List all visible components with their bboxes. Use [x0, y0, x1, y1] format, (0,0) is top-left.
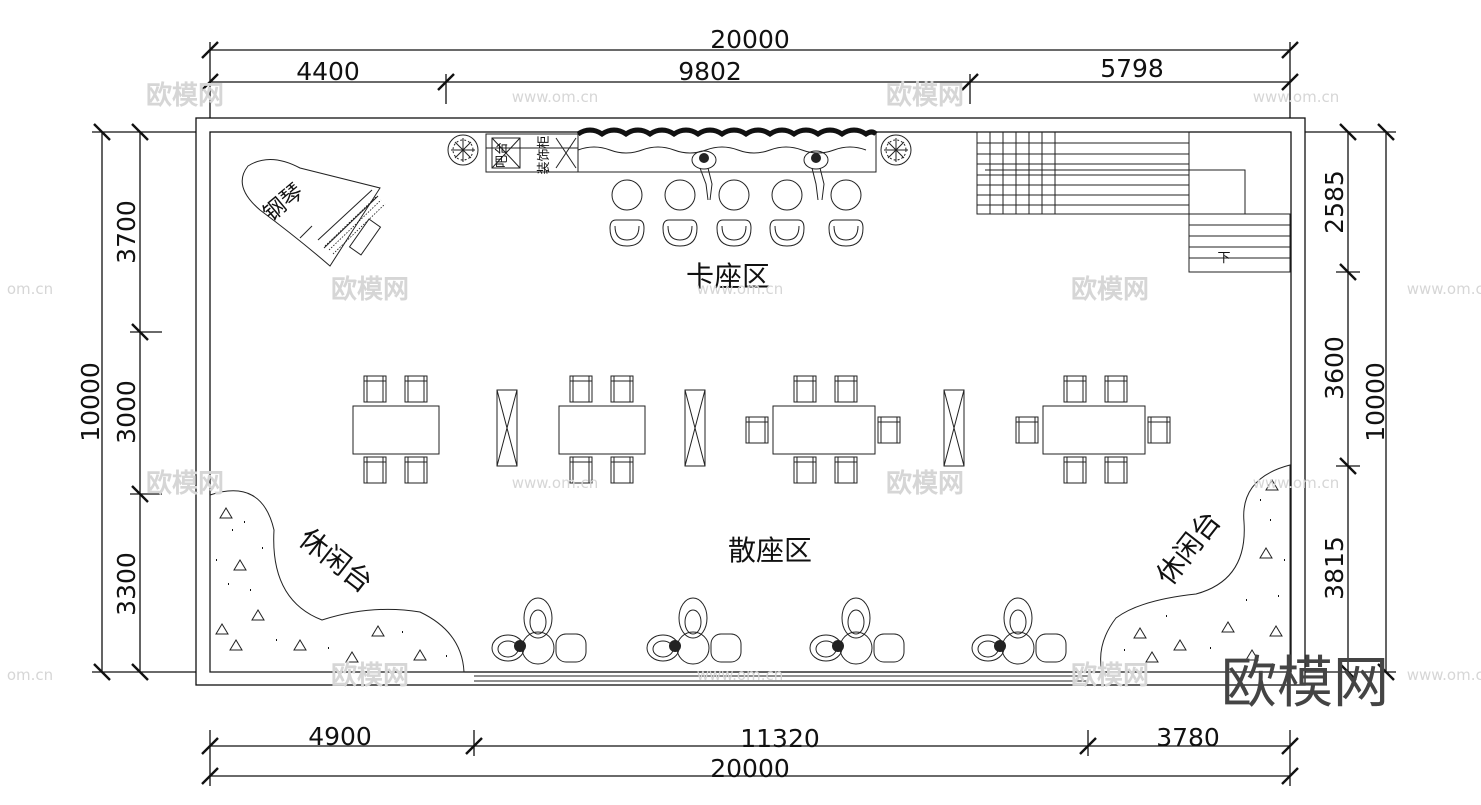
decorative-cabinet	[485, 133, 579, 173]
piano-label: 钢琴	[259, 179, 309, 226]
bottom-dimension-1: 4900	[308, 722, 372, 751]
bar-counter	[576, 127, 878, 173]
watermarks: 欧模网 欧模网 欧模网 欧模网 欧模网 欧模网 欧模网 欧模网 www.om.c…	[7, 80, 1481, 691]
left-dimension-1: 3700	[112, 200, 141, 264]
left-dimension-2: 3000	[112, 380, 141, 444]
leisure-platform-left	[209, 490, 465, 673]
leisure-right-label: 休闲台	[1150, 505, 1228, 592]
left-total-dimension: 10000	[76, 362, 105, 442]
watermark-text: 欧模网	[886, 468, 964, 499]
watermark-site-short: om.cn	[7, 666, 53, 684]
lounge-cluster-3	[809, 597, 905, 665]
right-dimension-lines	[1305, 123, 1396, 681]
dining-table-1	[352, 375, 440, 484]
watermark-site: www.om.cn	[1253, 88, 1340, 106]
bartender-figure-2	[803, 150, 829, 201]
watermark-site: www.om.cn	[512, 474, 599, 492]
staircase	[976, 131, 1291, 273]
watermark-text: 欧模网	[1071, 660, 1149, 691]
bartender-figure-1	[691, 150, 717, 201]
top-dimension-3: 5798	[1100, 54, 1164, 83]
leisure-platform-right	[1100, 464, 1291, 673]
planter-left	[447, 134, 479, 166]
lounge-cluster-4	[971, 597, 1067, 665]
leisure-left-label: 休闲台	[293, 522, 380, 600]
lounge-zone-label: 散座区	[728, 534, 812, 567]
bar-stools	[609, 179, 864, 247]
watermark-text: 欧模网	[146, 468, 224, 499]
dining-table-2	[558, 375, 646, 484]
bottom-total-dimension: 20000	[710, 754, 790, 783]
grand-piano	[241, 159, 386, 267]
watermark-text: 欧模网	[886, 80, 964, 111]
watermark-site: www.om.cn	[697, 280, 784, 298]
dining-table-3	[745, 375, 901, 484]
walls	[195, 117, 1306, 686]
bottom-dimension-lines	[201, 730, 1299, 786]
planter-right	[880, 134, 912, 166]
dining-table-4	[1015, 375, 1171, 484]
cabinet-label: 装饰柜	[537, 135, 552, 174]
watermark-site: www.om.cn	[512, 88, 599, 106]
bottom-dimension-2: 11320	[740, 724, 820, 753]
watermark-site: www.om.cn	[1407, 280, 1481, 298]
lounge-cluster-2	[646, 597, 742, 665]
watermark-site-short: om.cn	[7, 280, 53, 298]
watermark-text: 欧模网	[146, 80, 224, 111]
right-dimension-1: 2585	[1320, 170, 1349, 234]
partition-screens	[496, 389, 965, 467]
watermark-text: 欧模网	[331, 660, 409, 691]
cabinet-small-label: 吧台	[495, 142, 510, 168]
top-dimension-2: 9802	[678, 57, 742, 86]
watermark-site: www.om.cn	[1407, 666, 1481, 684]
top-dimension-1: 4400	[296, 57, 360, 86]
stair-down-label: 下	[1217, 251, 1230, 266]
watermark-site: www.om.cn	[1253, 474, 1340, 492]
bottom-dimension-3: 3780	[1156, 723, 1220, 752]
booth-zone-label: 卡座区	[686, 260, 770, 293]
watermark-logo: 欧模网	[1221, 651, 1389, 716]
top-dimension-lines	[201, 41, 1299, 118]
right-total-dimension: 10000	[1361, 362, 1390, 442]
left-dimension-lines	[92, 123, 196, 681]
right-dimension-2: 3600	[1320, 336, 1349, 400]
lounge-cluster-1	[491, 597, 587, 665]
left-dimension-3: 3300	[112, 552, 141, 616]
top-total-dimension: 20000	[710, 25, 790, 54]
watermark-text: 欧模网	[331, 274, 409, 305]
watermark-text: 欧模网	[1071, 274, 1149, 305]
right-dimension-3: 3815	[1320, 536, 1349, 600]
watermark-site: www.om.cn	[697, 666, 784, 684]
